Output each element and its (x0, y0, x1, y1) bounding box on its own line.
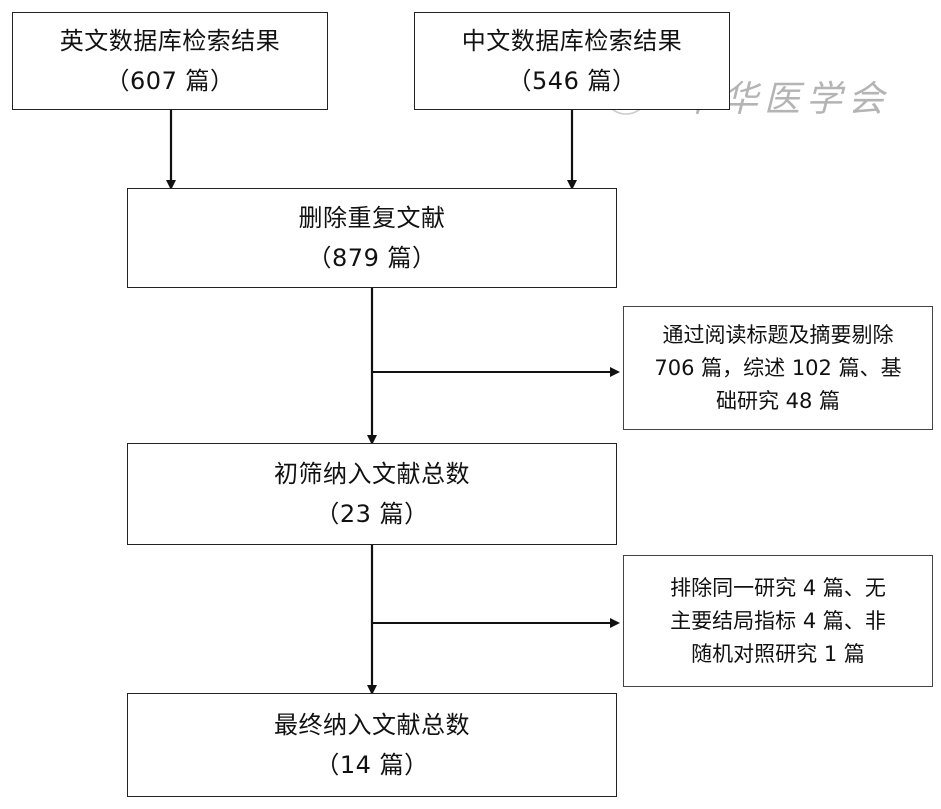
dedup-count: （879 篇） (307, 244, 437, 272)
chinese-db-results-box: 中文数据库检索结果 （546 篇） (414, 12, 730, 110)
exclusion-box-1: 通过阅读标题及摘要剔除 706 篇，综述 102 篇、基 础研究 48 篇 (623, 306, 933, 430)
chinese-db-count: （546 篇） (507, 67, 637, 95)
exclusion-2-line-1: 排除同一研究 4 篇、无 (670, 575, 886, 600)
exclusion-2-line-2: 主要结局指标 4 篇、非 (670, 608, 886, 633)
final-included-count: （14 篇） (315, 751, 429, 779)
initial-screening-title: 初筛纳入文献总数 (274, 460, 470, 488)
initial-screening-count: （23 篇） (315, 500, 429, 528)
dedup-title: 删除重复文献 (298, 204, 446, 232)
exclusion-2-line-3: 随机对照研究 1 篇 (691, 641, 865, 666)
chinese-db-title: 中文数据库检索结果 (461, 27, 683, 55)
exclusion-1-line-1: 通过阅读标题及摘要剔除 (662, 322, 894, 347)
dedup-box: 删除重复文献 （879 篇） (127, 188, 617, 288)
exclusion-1-line-2: 706 篇，综述 102 篇、基 (654, 355, 902, 380)
english-db-title: 英文数据库检索结果 (59, 27, 281, 55)
final-included-box: 最终纳入文献总数 （14 篇） (127, 693, 617, 797)
initial-screening-box: 初筛纳入文献总数 （23 篇） (127, 443, 617, 545)
english-db-results-box: 英文数据库检索结果 （607 篇） (12, 12, 328, 110)
english-db-count: （607 篇） (105, 67, 235, 95)
exclusion-box-2: 排除同一研究 4 篇、无 主要结局指标 4 篇、非 随机对照研究 1 篇 (623, 555, 933, 687)
exclusion-1-line-3: 础研究 48 篇 (715, 388, 841, 413)
final-included-title: 最终纳入文献总数 (274, 711, 470, 739)
